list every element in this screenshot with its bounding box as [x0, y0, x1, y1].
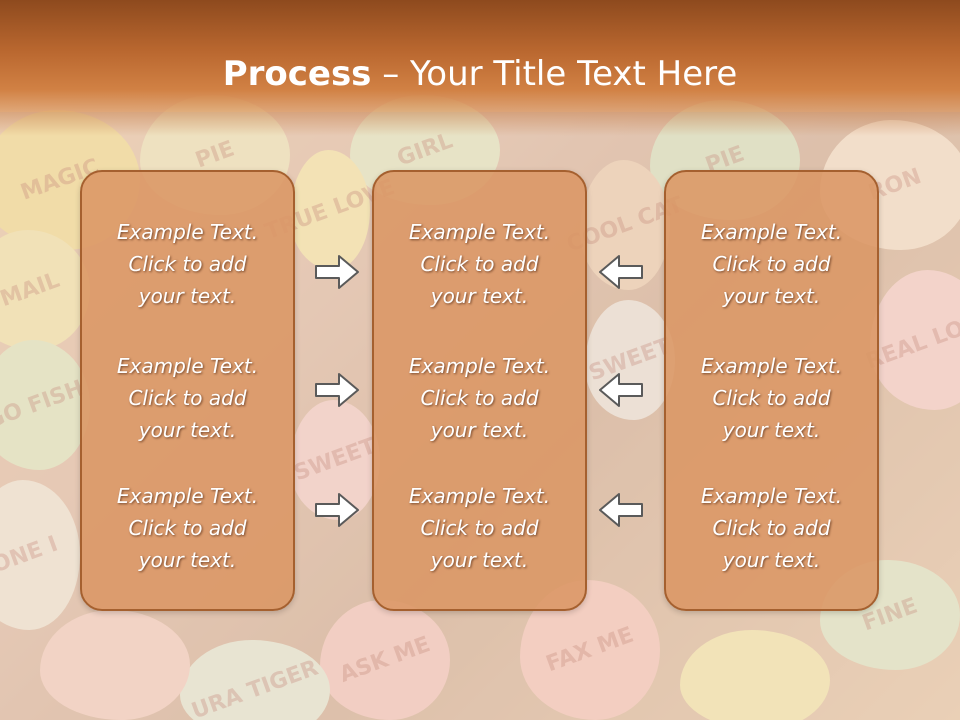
text-line: Example Text. — [408, 220, 551, 244]
text-line: your text. — [722, 284, 821, 308]
text-line: Example Text. — [116, 484, 259, 508]
arrow-left-icon — [599, 493, 643, 527]
text-line: your text. — [138, 284, 237, 308]
candy-heart — [680, 630, 830, 720]
text-line: Example Text. — [116, 220, 259, 244]
text-block[interactable]: Example Text. Click to add your text. — [374, 350, 585, 446]
title-bar — [0, 0, 960, 136]
text-line: Click to add — [420, 386, 539, 410]
text-block[interactable]: Example Text. Click to add your text. — [666, 480, 877, 576]
candy-heart: SWEET — [290, 400, 380, 520]
text-block[interactable]: Example Text. Click to add your text. — [82, 350, 293, 446]
right-process-box[interactable]: Example Text. Click to add your text. Ex… — [664, 170, 879, 611]
text-line: Example Text. — [408, 484, 551, 508]
text-line: your text. — [722, 418, 821, 442]
text-block[interactable]: Example Text. Click to add your text. — [82, 480, 293, 576]
slide-title[interactable]: Process – Your Title Text Here — [0, 52, 960, 96]
text-block[interactable]: Example Text. Click to add your text. — [666, 216, 877, 312]
text-line: your text. — [138, 548, 237, 572]
text-block[interactable]: Example Text. Click to add your text. — [82, 216, 293, 312]
title-bold-part: Process — [222, 54, 372, 94]
text-line: Example Text. — [116, 354, 259, 378]
arrow-right-icon — [315, 255, 359, 289]
text-line: your text. — [430, 418, 529, 442]
center-process-box[interactable]: Example Text. Click to add your text. Ex… — [372, 170, 587, 611]
arrow-left-icon — [599, 373, 643, 407]
text-line: your text. — [430, 284, 529, 308]
candy-heart: URA TIGER — [180, 640, 330, 720]
text-block[interactable]: Example Text. Click to add your text. — [374, 480, 585, 576]
text-line: your text. — [138, 418, 237, 442]
arrow-left-icon — [599, 255, 643, 289]
candy-heart: TRUE LOVE — [262, 150, 398, 270]
text-line: Click to add — [712, 252, 831, 276]
text-line: Click to add — [712, 516, 831, 540]
text-line: Example Text. — [700, 484, 843, 508]
title-rest-part: – Your Title Text Here — [371, 54, 738, 94]
candy-heart: SWEET — [585, 300, 675, 420]
text-line: Click to add — [128, 516, 247, 540]
text-block[interactable]: Example Text. Click to add your text. — [666, 350, 877, 446]
candy-heart: GO FISH — [0, 340, 90, 470]
candy-heart: MAIL — [0, 230, 90, 350]
candy-heart: REAL LOVE — [863, 270, 960, 410]
text-line: Example Text. — [700, 220, 843, 244]
text-line: Click to add — [712, 386, 831, 410]
arrow-right-icon — [315, 493, 359, 527]
text-block[interactable]: Example Text. Click to add your text. — [374, 216, 585, 312]
candy-heart — [40, 610, 190, 720]
left-process-box[interactable]: Example Text. Click to add your text. Ex… — [80, 170, 295, 611]
candy-heart: ASK ME — [320, 600, 450, 720]
text-line: Click to add — [128, 252, 247, 276]
text-line: Click to add — [420, 252, 539, 276]
text-line: your text. — [722, 548, 821, 572]
arrow-right-icon — [315, 373, 359, 407]
text-line: Example Text. — [408, 354, 551, 378]
text-line: your text. — [430, 548, 529, 572]
text-line: Click to add — [128, 386, 247, 410]
text-line: Click to add — [420, 516, 539, 540]
text-line: Example Text. — [700, 354, 843, 378]
